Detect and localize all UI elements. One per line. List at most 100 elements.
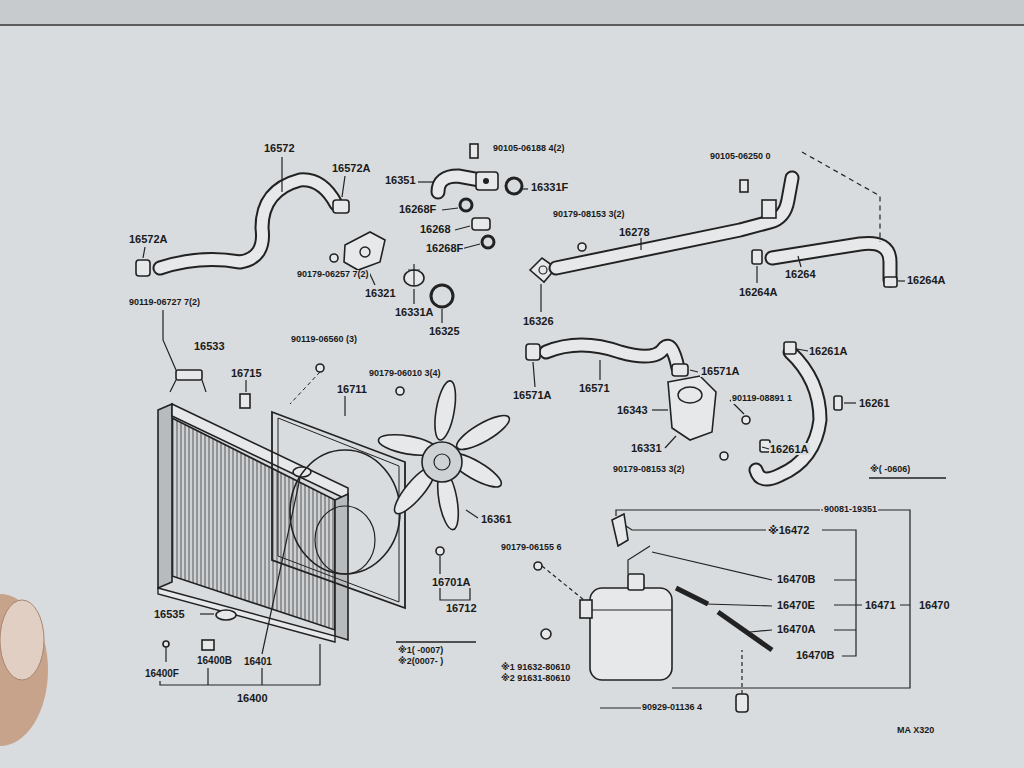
part-number: 16711 (336, 383, 368, 395)
upper-hose (136, 180, 349, 276)
leader-lines (143, 157, 910, 708)
water-inlet (668, 376, 750, 460)
part-number: 16264A (738, 286, 779, 298)
radiator-part (176, 370, 202, 380)
part-number: 16572A (331, 162, 372, 174)
leader-lines-part (652, 552, 772, 580)
part-number: 16471 (864, 599, 897, 611)
radiator-part (335, 494, 348, 640)
radiator-part (170, 380, 206, 392)
leader-lines-part (756, 266, 757, 283)
finger (0, 594, 48, 746)
leader-lines-part (163, 310, 176, 370)
thermostat-housing-part (431, 285, 453, 307)
radiator-part (202, 640, 214, 650)
lower-hose (526, 344, 688, 376)
thermostat-housing-part (408, 264, 420, 286)
part-number: 90081-19351 (823, 505, 878, 515)
part-number: ※2 91631-80610 (500, 674, 571, 684)
part-number: 90179-06257 7(2) (296, 270, 370, 280)
water-inlet-part (668, 376, 716, 440)
part-number: 16261A (808, 345, 849, 357)
water-outlet-part (470, 144, 478, 158)
thermostat-housing-part (330, 254, 338, 262)
part-number: 16712 (445, 602, 478, 614)
part-number: 16261 (858, 397, 891, 409)
water-inlet-part (742, 416, 750, 424)
leader-lines-part (690, 370, 698, 372)
finger-part (0, 594, 48, 746)
leader-lines-part (455, 226, 470, 230)
water-outlet-part (506, 178, 522, 194)
upper-hose-part (160, 180, 336, 268)
reservoir-tank-part (580, 600, 592, 618)
part-number: 16572A (128, 233, 169, 245)
part-number: 16470E (776, 599, 816, 611)
bypass-pipe-part (556, 178, 792, 268)
lower-hose-part (546, 345, 678, 368)
cooling-fan-part (422, 442, 462, 482)
leader-lines-part (822, 530, 910, 656)
leader-lines-part (523, 188, 528, 189)
part-number: ※( -0606) (869, 465, 911, 475)
part-number: 16326 (522, 315, 555, 327)
part-number: 16470A (776, 623, 817, 635)
part-number: ※1( -0007) (397, 646, 444, 656)
part-number: 16571 (578, 382, 611, 394)
reservoir-tank-part (534, 562, 542, 570)
leader-lines-part (706, 604, 772, 606)
part-number: 16533 (193, 340, 226, 352)
part-number: 90179-06010 3(4) (368, 369, 442, 379)
part-number: 16331A (394, 306, 435, 318)
water-outlet-part (438, 176, 480, 192)
leader-lines-part (160, 478, 320, 685)
part-number: 16343 (616, 404, 649, 416)
cooling-fan-part (434, 454, 450, 470)
part-number: 90105-06188 4(2) (492, 144, 566, 154)
lower-hose-part (526, 344, 540, 360)
part-number: 90929-01136 4 (641, 703, 703, 713)
radiator-part (172, 404, 348, 500)
part-number: 90179-08153 3(2) (612, 465, 686, 475)
reservoir-tank-part (718, 612, 772, 650)
part-number: 16278 (618, 226, 651, 238)
reservoir-tank-part (590, 588, 672, 680)
leader-lines-part (797, 349, 808, 351)
leader-lines-part (600, 707, 641, 708)
water-inlet-part (678, 387, 702, 403)
leader-lines-part (672, 510, 910, 688)
water-outlet-part (476, 172, 498, 190)
part-number: 16715 (230, 367, 263, 379)
fan-shroud-part (315, 506, 375, 574)
leader-lines-part (626, 526, 766, 530)
part-number: ※16472 (767, 524, 810, 536)
radiator (158, 370, 348, 662)
leader-lines-part (798, 256, 801, 267)
reservoir-tank-part (542, 566, 584, 600)
leader-lines-part (245, 380, 246, 392)
part-number: 16400B (196, 655, 233, 666)
fan-shroud-part (290, 450, 400, 574)
part-number: 16264 (784, 268, 817, 280)
bypass-pipe-part (578, 243, 586, 251)
fan-shroud (272, 364, 405, 608)
reservoir-tank-part (541, 629, 551, 639)
part-number: 16401 (243, 656, 273, 667)
upper-hose-part (136, 260, 150, 276)
part-number: MA X320 (896, 726, 935, 736)
part-number: ※1 91632-80610 (500, 663, 571, 673)
part-number: 16321 (364, 287, 397, 299)
part-number: 16264A (906, 274, 947, 286)
leader-lines-part (665, 436, 676, 448)
heater-hose (756, 342, 946, 479)
paper-edge (0, 0, 1024, 25)
heater-hose-part (869, 477, 946, 479)
bypass-pipe-part (884, 277, 897, 287)
water-outlet-part (438, 176, 480, 192)
water-outlet-part (472, 218, 490, 230)
upper-hose-part (160, 180, 336, 268)
cooling-fan-part (453, 410, 514, 456)
part-number: 90179-06155 6 (500, 543, 563, 553)
